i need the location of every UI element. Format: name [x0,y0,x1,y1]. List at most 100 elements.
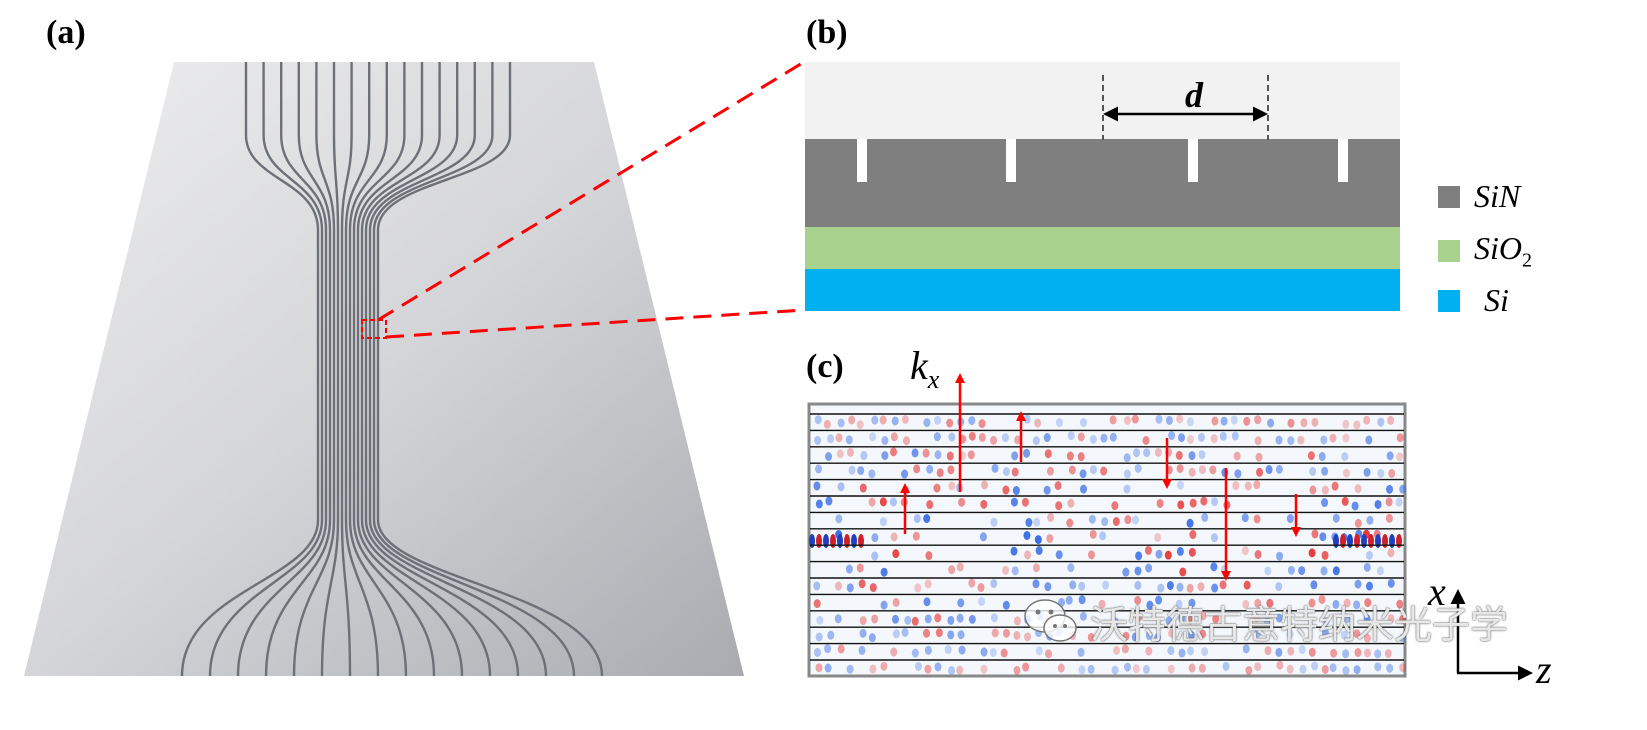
field-blob [1242,599,1250,609]
field-blob [1055,418,1063,428]
field-blob [1298,645,1306,655]
field-blob [1287,565,1295,575]
chip-substrate [24,62,744,676]
field-blob [880,661,888,671]
field-blob [1320,435,1328,445]
field-blob [1043,433,1051,443]
field-blob [1374,662,1382,672]
legend-swatch [1438,240,1460,263]
field-blob [1354,484,1362,494]
field-blob [980,647,988,657]
field-blob [1340,630,1348,640]
field-blob [859,628,867,638]
field-blob [815,499,823,509]
field-blob [1079,418,1087,428]
field-blob [1298,566,1306,576]
field-blob [1122,567,1130,577]
field-blob [1035,545,1043,555]
field-blob [1342,666,1350,676]
field-blob [1176,546,1184,556]
field-blob [1077,452,1085,462]
field-blob [1189,530,1197,540]
field-blob [1254,598,1262,608]
field-blob [1211,416,1219,426]
field-blob [1134,566,1142,576]
field-blob [1342,433,1350,443]
field-blob [1022,662,1030,672]
legend-swatch [1438,289,1460,312]
field-blob [911,616,919,626]
field-blob [1178,613,1186,623]
field-blob [1386,451,1394,461]
field-blob [1212,614,1220,624]
field-blob [1188,630,1196,640]
field-blob [1211,497,1219,507]
field-blob [1176,480,1184,490]
field-blob [1055,550,1063,560]
field-blob [911,648,919,658]
field-blob [1087,632,1095,642]
field-blob [1021,497,1029,507]
field-blob [957,630,965,640]
field-blob [848,415,856,425]
field-blob [1080,484,1088,494]
field-blob [1013,665,1021,675]
zoom-box [361,319,387,339]
field-blob [1176,582,1184,592]
field-blob [1287,646,1295,656]
field-blob [868,497,876,507]
field-blob [1123,453,1131,463]
legend-item-sio2: SiO2 [1438,230,1532,272]
field-blob [1131,414,1139,424]
field-blob [1143,448,1151,458]
field-blob [1386,663,1394,673]
field-blob [1332,513,1340,523]
field-blob [1243,580,1251,590]
field-blob [1377,468,1385,478]
field-blob [934,613,942,623]
field-blob [1399,614,1407,624]
field-blob [1210,533,1218,543]
field-blob [1123,415,1131,425]
field-blob [1353,665,1361,675]
field-blob [1300,418,1308,428]
field-blob [1089,529,1097,539]
field-blob [1220,416,1228,426]
field-blob [1311,417,1319,427]
field-blob [1199,629,1207,639]
field-blob [848,465,856,475]
field-blob [892,597,900,607]
field-blob [1341,496,1349,506]
field-blob [1287,436,1295,446]
field-blob [1109,432,1117,442]
legend-item-sin: SiN [1438,178,1520,215]
field-blob [1241,546,1249,556]
field-blob [827,630,835,640]
field-blob [1399,663,1407,673]
field-blob [1198,465,1206,475]
field-blob [1286,514,1294,524]
field-blob [1043,485,1051,495]
field-blob [1376,566,1384,576]
field-blob [1318,452,1326,462]
field-blob [1087,664,1095,674]
field-blob [1111,617,1119,627]
field-blob [837,418,845,428]
field-blob [868,469,876,479]
field-blob [1100,433,1108,443]
field-blob [1231,431,1239,441]
waveguide [264,62,332,677]
field-blob [892,549,900,559]
field-blob [825,452,833,462]
waveguide [344,62,380,677]
field-blob [1066,451,1074,461]
field-blob [881,451,889,461]
field-blob [1032,579,1040,589]
field-blob [880,567,888,577]
field-blob [933,483,941,493]
field-blob [858,645,866,655]
field-blob [871,533,879,543]
field-blob [1233,451,1241,461]
field-blob [1013,630,1021,640]
